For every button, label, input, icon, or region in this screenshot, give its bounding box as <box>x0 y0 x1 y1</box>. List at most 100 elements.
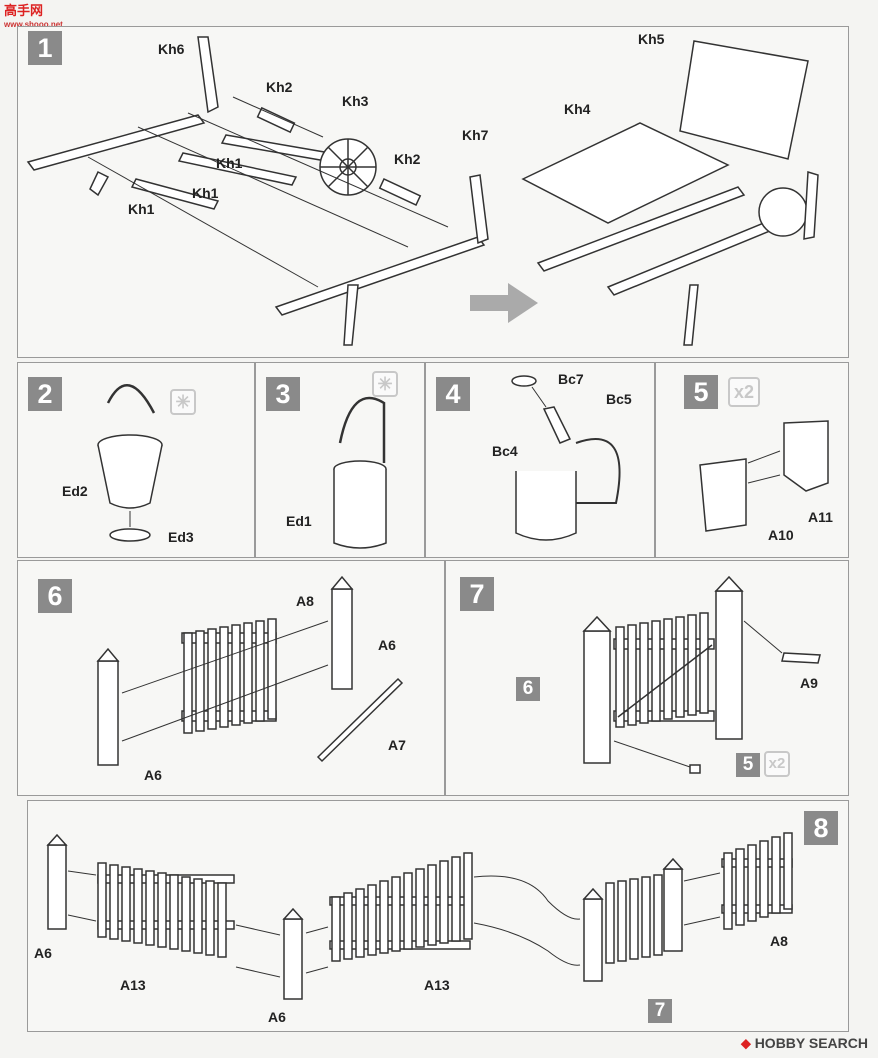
gate-post-right <box>715 590 743 740</box>
latch-a9 <box>781 652 821 664</box>
gate-drawing <box>582 575 821 774</box>
frame-rail-kh7 <box>274 236 486 316</box>
label-a13-left: A13 <box>120 977 146 993</box>
ref-step-6-badge: 6 <box>516 677 540 701</box>
label-bc4: Bc4 <box>492 443 518 459</box>
label-a8: A8 <box>296 593 314 609</box>
axle-kh2-right <box>378 178 422 206</box>
step-4-badge: 4 <box>436 377 470 411</box>
brace-a7 <box>316 677 404 763</box>
label-a9: A9 <box>800 675 818 691</box>
panel-step-3: 3 ✳ Ed1 <box>255 362 425 558</box>
label-a11: A11 <box>808 509 833 525</box>
direction-arrow <box>470 283 538 323</box>
gate-post-left <box>583 630 611 764</box>
glue-icon: ✳ <box>170 389 196 415</box>
can-handle <box>338 396 386 463</box>
handle-upright <box>197 36 219 114</box>
can-body-bc4 <box>515 471 577 541</box>
label-kh1-c: Kh1 <box>128 201 155 217</box>
ref-quantity-multiplier: x2 <box>764 751 790 777</box>
step-3-badge: 3 <box>266 377 300 411</box>
panel-step-2: 2 ✳ Ed2 Ed3 <box>17 362 255 558</box>
label-kh4: Kh4 <box>564 101 591 117</box>
site-logo: 高手网 www.shooo.net <box>4 4 63 32</box>
fence-section-a8 <box>721 832 793 930</box>
post-a6-far-left <box>47 844 67 930</box>
paint-can-drawing <box>333 396 387 549</box>
label-kh5: Kh5 <box>638 31 665 47</box>
label-kh3: Kh3 <box>342 93 369 109</box>
label-kh7: Kh7 <box>462 127 489 143</box>
post-a6-middle <box>283 918 303 1000</box>
post-a6-left <box>97 660 119 766</box>
frame-rail-kh6 <box>26 114 206 171</box>
label-a8: A8 <box>770 933 788 949</box>
label-a6-middle: A6 <box>268 1009 286 1025</box>
logo-url: www.shooo.net <box>4 20 63 29</box>
step-7-badge: 7 <box>460 577 494 611</box>
cart-back-kh5 <box>679 40 809 160</box>
post-a6-right <box>331 588 353 690</box>
part-a11 <box>783 420 829 492</box>
label-a6-far-left: A6 <box>34 945 52 961</box>
fence-section-a13-left <box>97 862 235 958</box>
watering-can-drawing <box>511 375 621 541</box>
label-kh6: Kh6 <box>158 41 185 57</box>
label-bc7: Bc7 <box>558 371 584 387</box>
label-a7: A7 <box>388 737 406 753</box>
panel-step-8: 8 <box>27 800 849 1032</box>
panel-step-7: 7 6 A9 5 x2 <box>445 560 849 796</box>
spout <box>542 406 572 444</box>
spout-rose-bc7 <box>511 375 537 387</box>
bucket-drawing <box>97 384 163 542</box>
label-kh1-a: Kh1 <box>216 155 243 171</box>
step-8-badge: 8 <box>804 811 838 845</box>
label-bc5: Bc5 <box>606 391 632 407</box>
fence-section-drawing <box>96 575 404 766</box>
crossbar-kh1-b <box>177 152 298 186</box>
fence-section-a13-right <box>329 852 473 962</box>
logo-chars: 高手网 <box>4 3 44 18</box>
can-body-ed1 <box>333 469 387 549</box>
glue-icon: ✳ <box>372 371 398 397</box>
step-5-badge: 5 <box>684 375 718 409</box>
label-ed2: Ed2 <box>62 483 88 499</box>
step-2-badge: 2 <box>28 377 62 411</box>
label-a10: A10 <box>768 527 794 543</box>
gate-pickets <box>615 612 709 728</box>
can-handle-bc5 <box>575 438 621 504</box>
label-ed3: Ed3 <box>168 529 194 545</box>
label-kh2-b: Kh2 <box>394 151 421 167</box>
step-1-badge: 1 <box>28 31 62 65</box>
step-6-badge: 6 <box>38 579 72 613</box>
panel-step-4: 4 Bc7 Bc5 Bc4 <box>425 362 655 558</box>
watermark-text: HOBBY SEARCH <box>754 1035 868 1051</box>
bucket-body-ed2 <box>97 444 163 509</box>
fence-line-drawing <box>46 832 793 1000</box>
panel-step-5: 5 x2 A11 A10 <box>655 362 849 558</box>
panel-step-1: 1 <box>17 26 849 358</box>
gate-diagonal <box>617 644 713 718</box>
label-a13-right: A13 <box>424 977 450 993</box>
cart-assembly-drawing <box>26 36 819 346</box>
axle-kh2-left <box>256 106 296 134</box>
label-a6-right: A6 <box>378 637 396 653</box>
cart-deck-kh4 <box>521 122 730 224</box>
bracket-drawing <box>699 420 829 532</box>
part-a10 <box>699 458 747 532</box>
label-kh1-b: Kh1 <box>192 185 219 201</box>
gate-assembly-7 <box>582 857 684 982</box>
quantity-multiplier: x2 <box>728 377 760 407</box>
ref-step-7-badge: 7 <box>648 999 672 1023</box>
label-ed1: Ed1 <box>286 513 312 529</box>
crossbar-kh1-a <box>130 178 220 210</box>
pickets <box>183 618 277 734</box>
panel-step-6: 6 A8 A6 A7 A6 <box>17 560 445 796</box>
label-a6-left: A6 <box>144 767 162 783</box>
bucket-handle <box>106 384 156 414</box>
bucket-base-ed3 <box>109 528 151 542</box>
assembled-wheel <box>758 187 808 237</box>
hobby-search-watermark: ⬥ HOBBY SEARCH <box>740 1035 868 1051</box>
label-kh2-a: Kh2 <box>266 79 293 95</box>
